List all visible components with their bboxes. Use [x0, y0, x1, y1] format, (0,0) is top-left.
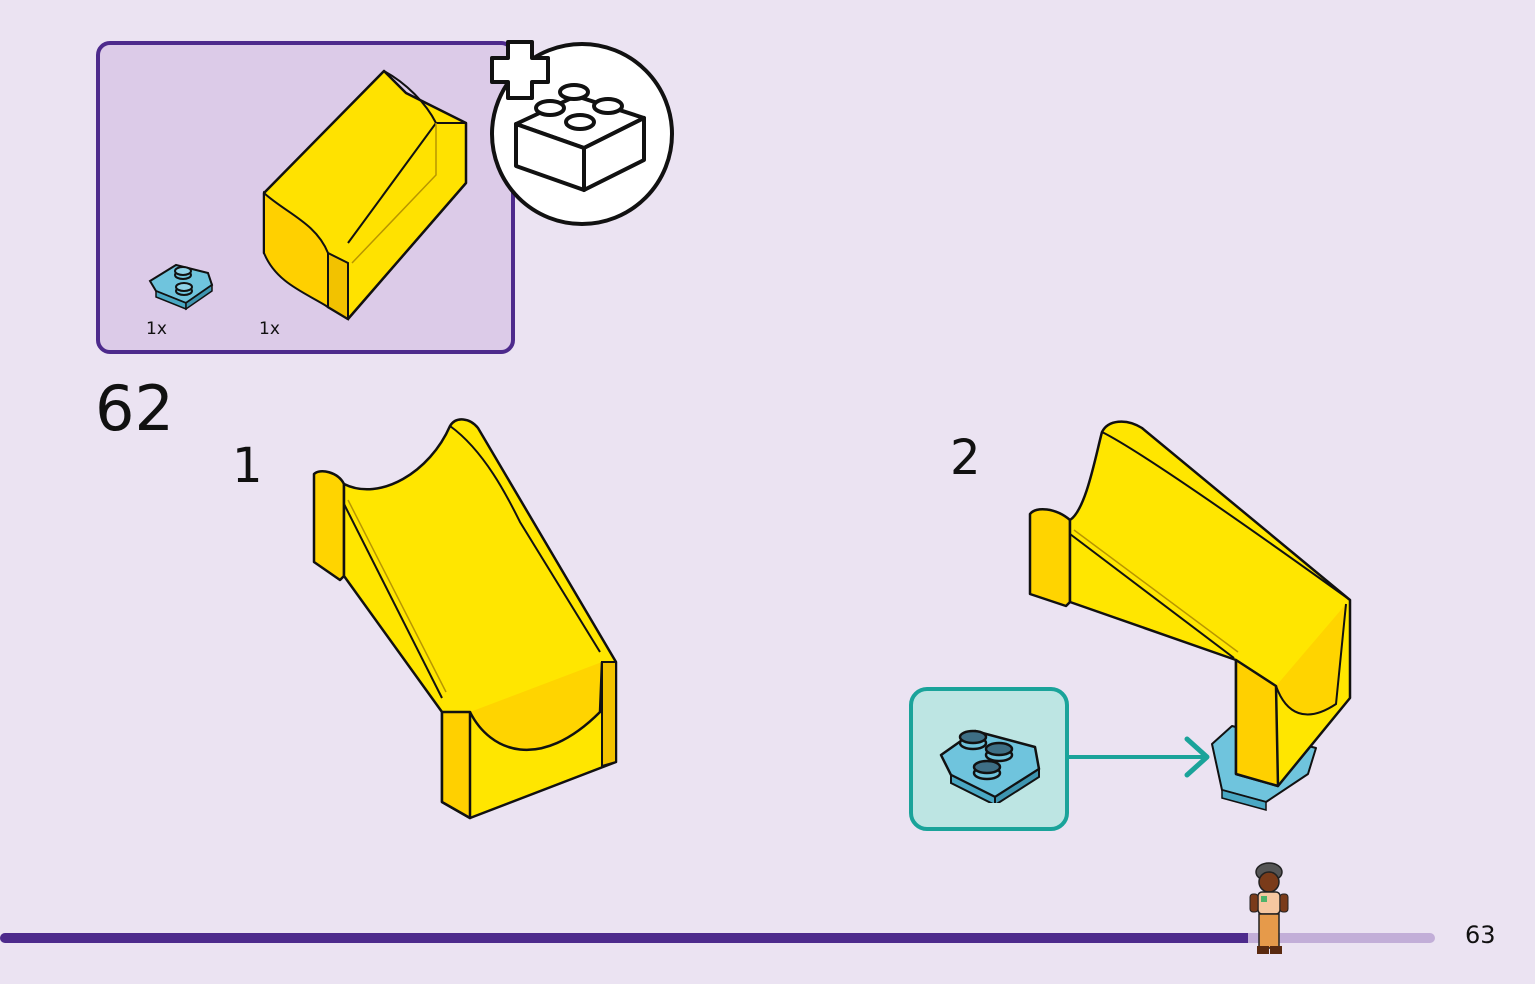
progress-bar-fill	[0, 933, 1249, 943]
wedge-plate-quantity: 1x	[146, 319, 167, 339]
parts-needed-panel: 1x 1x	[96, 41, 515, 354]
new-part-callout	[909, 687, 1069, 831]
plus-brick-icon	[490, 40, 674, 226]
page-number: 63	[1465, 921, 1496, 949]
light-blue-wedge-plate-part	[148, 263, 214, 311]
yellow-slide-part	[262, 69, 468, 321]
callout-arrow-icon	[1069, 736, 1210, 778]
slide-quantity: 1x	[259, 319, 280, 339]
minifigure-icon	[1249, 862, 1289, 954]
substep-1-label: 1	[232, 438, 263, 494]
progress-bar	[0, 933, 1435, 943]
callout-wedge-plate	[939, 729, 1041, 803]
substep-1-slide-illustration	[312, 418, 618, 820]
substep-2-slide-illustration	[1028, 420, 1352, 811]
substep-2-label: 2	[950, 430, 981, 486]
step-number: 62	[95, 372, 174, 445]
